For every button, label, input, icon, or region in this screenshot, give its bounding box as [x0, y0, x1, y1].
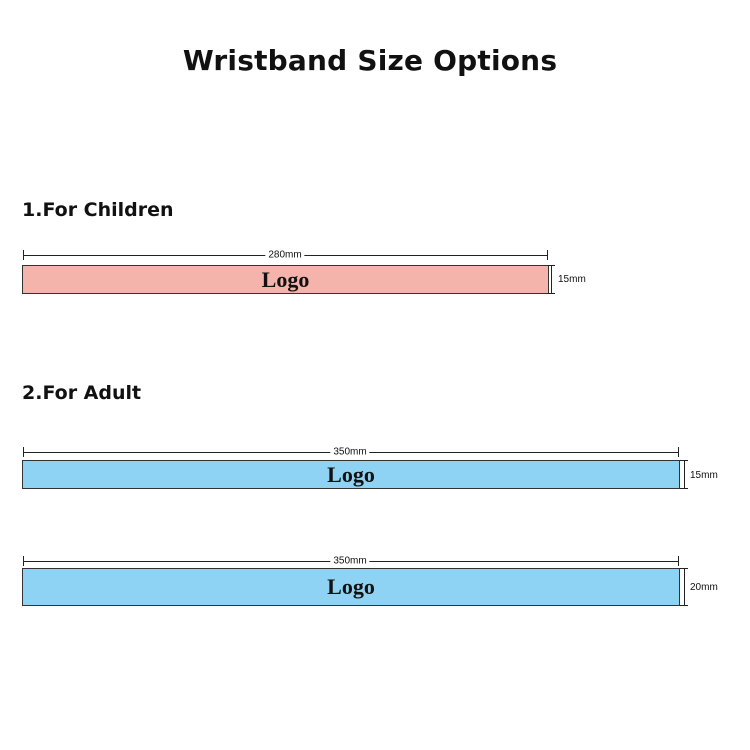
width-dimension-label: 15mm: [690, 470, 718, 481]
width-dimension-label: 15mm: [558, 274, 586, 285]
length-dimension-label: 350mm: [330, 446, 370, 458]
band-logo-text: Logo: [327, 461, 375, 487]
width-dimension-label: 20mm: [690, 582, 718, 593]
width-dimension-line: [684, 460, 685, 489]
section-label-adult: 2.For Adult: [22, 382, 142, 404]
adult-wristband-20mm: Logo: [22, 568, 680, 606]
page-title: Wristband Size Options: [182, 44, 558, 77]
width-dimension-tick-top: [547, 265, 555, 266]
length-dimension-tick-left: [23, 556, 24, 566]
width-dimension-tick-top: [680, 460, 688, 461]
width-dimension-tick-bottom: [680, 488, 688, 489]
section-label-children: 1.For Children: [22, 199, 174, 221]
width-dimension-tick-bottom: [680, 605, 688, 606]
width-dimension-line: [684, 568, 685, 606]
band-logo-text: Logo: [327, 574, 375, 599]
adult-wristband-15mm: Logo: [22, 460, 680, 489]
band-logo-text: Logo: [261, 266, 310, 292]
children-wristband: Logo: [22, 265, 549, 294]
width-dimension-tick-bottom: [547, 293, 555, 294]
length-dimension-label: 280mm: [265, 249, 305, 261]
width-dimension-tick-top: [680, 568, 688, 569]
length-dimension-tick-right: [547, 250, 548, 260]
length-dimension-tick-left: [23, 447, 24, 457]
width-dimension-line: [551, 265, 552, 294]
length-dimension-label: 350mm: [330, 555, 370, 567]
length-dimension-tick-left: [23, 250, 24, 260]
length-dimension-tick-right: [678, 447, 679, 457]
length-dimension-tick-right: [678, 556, 679, 566]
